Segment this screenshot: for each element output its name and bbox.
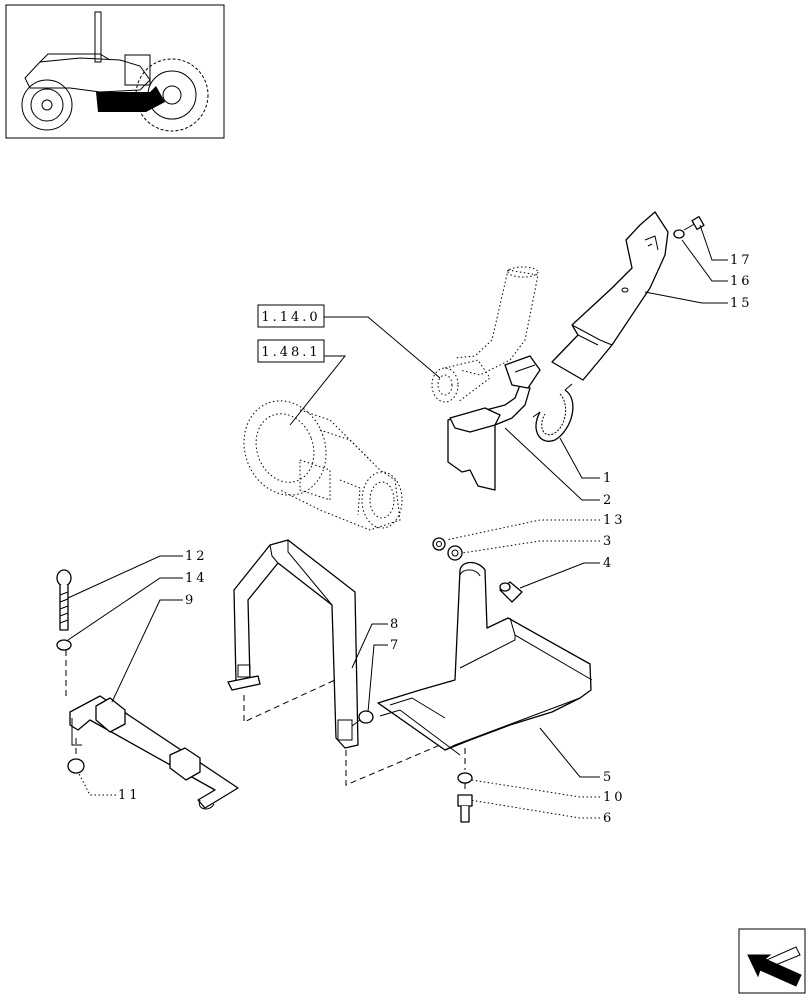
part-2-bracket (447, 355, 541, 491)
callout-14: 14 (185, 571, 208, 586)
reference-box-1-14-0[interactable]: 1.14.0 (257, 304, 325, 328)
callout-16: 16 (730, 274, 753, 289)
leader-line (469, 799, 600, 819)
callout-12: 12 (185, 549, 208, 564)
pipe-elbow-dotted (431, 266, 539, 403)
callout-4: 4 (603, 556, 614, 571)
leader-line (77, 771, 116, 796)
tractor-thumbnail-icon (5, 4, 225, 139)
part-10-washer (457, 772, 473, 784)
leader-line (504, 427, 600, 501)
leader-line (699, 224, 728, 261)
leader-line (67, 577, 183, 641)
leader-line (559, 437, 600, 479)
callout-5: 5 (603, 770, 614, 785)
part-16-washer (673, 229, 685, 239)
leader-line (681, 239, 728, 282)
leader-line (644, 291, 728, 304)
part-15-upper-bracket (551, 211, 669, 381)
part-12-bolt (56, 569, 72, 631)
leader-line (519, 562, 600, 589)
callout-10: 10 (603, 790, 626, 805)
leader-line (445, 519, 600, 541)
callout-17: 17 (730, 253, 753, 268)
leader-line (111, 599, 183, 703)
assembly-line (345, 744, 441, 786)
leader-line (539, 727, 600, 778)
leader-line (351, 623, 388, 669)
callout-9: 9 (185, 593, 196, 608)
callout-8: 8 (390, 617, 401, 632)
leader-line (461, 540, 600, 554)
part-4-spacer (499, 581, 523, 603)
callout-15: 15 (730, 296, 753, 311)
part-14-washer (56, 639, 72, 651)
callout-7: 7 (390, 638, 401, 653)
leader-line (367, 644, 388, 713)
next-page-arrow-icon[interactable] (738, 928, 806, 994)
part-13-washer (432, 537, 446, 551)
leader-line (67, 555, 183, 599)
assembly-line (243, 679, 336, 723)
part-3-washer (447, 545, 463, 561)
leader-line (471, 779, 600, 798)
callout-3: 3 (603, 534, 614, 549)
callout-6: 6 (603, 811, 614, 826)
reference-box-1-48-1[interactable]: 1.48.1 (257, 339, 325, 363)
callout-2: 2 (603, 493, 614, 508)
leader-line (324, 316, 441, 379)
part-8-strap (227, 539, 359, 749)
reference-label: 1.48.1 (261, 345, 320, 360)
part-9-battery-base (69, 695, 239, 810)
part-5-battery-tray (377, 561, 593, 756)
part-7-hook (351, 710, 374, 727)
transmission-housing-dotted (243, 400, 403, 531)
part-6-bolt (457, 794, 473, 823)
callout-11: 11 (118, 788, 141, 803)
leader-line (289, 355, 347, 426)
part-11-nut (67, 758, 85, 774)
reference-label: 1.14.0 (261, 310, 320, 325)
callout-1: 1 (603, 471, 614, 486)
callout-13: 13 (603, 513, 626, 528)
part-1-clamp (532, 383, 574, 442)
